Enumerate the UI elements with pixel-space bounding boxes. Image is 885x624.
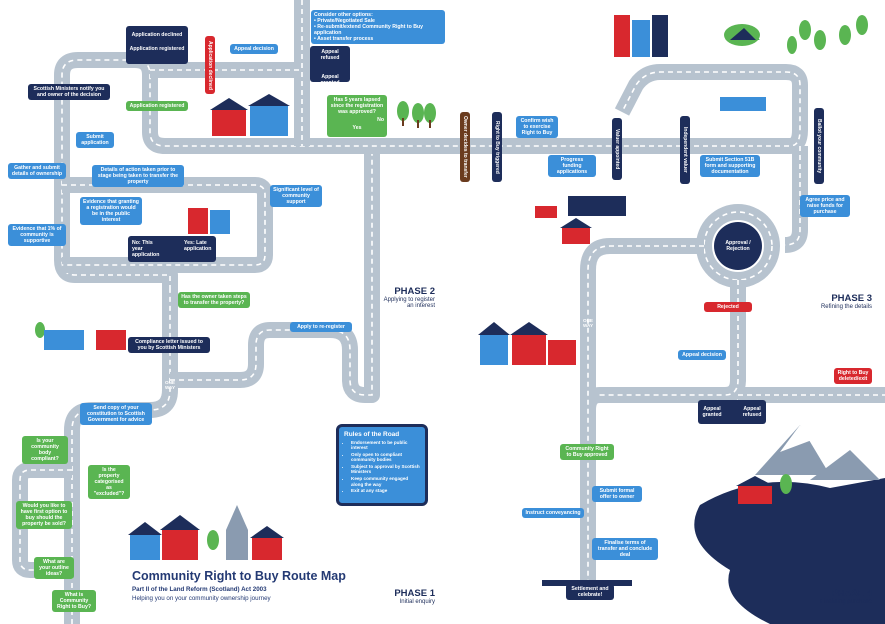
- rules-heading: Rules of the Road: [344, 431, 400, 438]
- consider-options-item-1: • Private/Negotiated Sale: [314, 18, 375, 24]
- rule-item: Endorsement to be public interest: [351, 440, 420, 451]
- sign-appeal-junction-2: Appeal granted Appeal refused: [698, 400, 766, 424]
- phase-2-title: PHASE 2: [394, 286, 435, 297]
- sign-appeal-junction-1: Appeal refused Appeal granted: [310, 46, 350, 86]
- phase-4-label: PHASE 4 Finalising purchase: [800, 588, 872, 605]
- rule-item: Exit at any stage: [351, 488, 420, 493]
- sign-submit-formal-offer: Submit formal offer to owner: [592, 486, 642, 502]
- phase-2-label: PHASE 2 Applying to register an interest: [360, 286, 435, 309]
- sign-app-registered: Application registered: [129, 46, 185, 52]
- sign-late-junction: No: This year application Yes: Late appl…: [128, 236, 216, 262]
- sign-submit-application: Submit application: [76, 132, 114, 148]
- phase-3-desc: Refining the details: [820, 304, 872, 310]
- sign-owner-taken-steps: Has the owner taken steps to transfer th…: [178, 292, 250, 308]
- one-way-2-b: WAY: [582, 323, 594, 328]
- sign-evidence-granting: Evidence that granting a registration wo…: [80, 197, 142, 225]
- sign-appeal-granted-1: Appeal granted: [320, 74, 340, 86]
- sign-consider-options: Consider other options: • Private/Negoti…: [311, 10, 445, 44]
- phase-4-title: PHASE 4: [831, 588, 872, 599]
- rule-item: Only open to compliant community bodies: [351, 452, 420, 463]
- sign-app-declined: Application declined: [131, 32, 183, 38]
- sign-application-junction: Application declined Application registe…: [126, 26, 188, 64]
- sign-agree-price: Agree price and raise funds for purchase: [800, 195, 850, 217]
- rules-list: Endorsement to be public interest Only o…: [344, 440, 420, 494]
- sign-excluded: Is the property categorised as "excluded…: [88, 465, 130, 499]
- sign-progress-funding: Progress funding applications: [548, 155, 596, 177]
- consider-options-item-2: • Re-submit/extend Community Right to Bu…: [314, 24, 424, 36]
- sign-settlement: Settlement and celebrate!: [566, 584, 614, 600]
- sign-apply-re-register: Apply to re-register: [290, 322, 352, 332]
- phase-3-title: PHASE 3: [831, 293, 872, 304]
- sign-send-copy: Send copy of your constitution to Scotti…: [80, 403, 152, 425]
- sign-no-this-year: No: This year application: [132, 240, 160, 258]
- phase-2-desc-1: Applying to register: [383, 297, 435, 303]
- sign-owner-decides: Owner decides to transfer: [460, 112, 470, 182]
- sign-appeal-decision-1: Appeal decision: [230, 44, 278, 54]
- five-years-question: Has 5 years lapsed since the registratio…: [330, 97, 384, 115]
- five-years-no: No: [377, 117, 384, 123]
- sign-significant-support: Significant level of community support: [270, 185, 322, 207]
- sign-compliant-body: Is your community body compliant?: [22, 436, 68, 464]
- consider-options-item-3: • Asset transfer process: [314, 36, 374, 42]
- sign-right-triggered: Right to Buy triggered: [492, 112, 502, 182]
- sign-evidence-1pct: Evidence that 1% of community is support…: [8, 224, 66, 246]
- sign-appeal-refused-1: Appeal refused: [320, 49, 340, 61]
- sign-details-action: Details of action taken prior to stage b…: [92, 165, 184, 187]
- one-way-2-a: ONE: [583, 318, 593, 323]
- map-subtitle-act: Part II of the Land Reform (Scotland) Ac…: [132, 586, 267, 593]
- sign-rtb-approved: Community Right to Buy approved: [560, 444, 614, 460]
- rule-item: Subject to approval by Scottish Minister…: [351, 464, 420, 475]
- sign-application-registered: Application registered: [126, 101, 188, 111]
- phase-1-title: PHASE 1: [394, 588, 435, 599]
- sign-ministers-notify: Scottish Ministers notify you and owner …: [28, 84, 110, 100]
- sign-appeal-decision-2: Appeal decision: [678, 350, 726, 360]
- phase-2-desc-2: an interest: [406, 303, 435, 309]
- rule-item: Keep community engaged along the way: [351, 476, 420, 487]
- sign-compliance-letter: Compliance letter issued to you by Scott…: [128, 337, 210, 353]
- sign-yes-late: Yes: Late application: [184, 240, 212, 252]
- sign-valuer-appointed: Valuer appointed: [612, 118, 622, 180]
- map-subtitle-help: Helping you on your community ownership …: [132, 595, 271, 602]
- rules-of-the-road: Rules of the Road Endorsement to be publ…: [336, 424, 428, 506]
- sign-rejected: Rejected: [704, 302, 752, 312]
- sign-app-declined-red: Application declined: [205, 36, 215, 94]
- sign-rtb-deleted: Right to Buy deleted/exit: [834, 368, 872, 384]
- sign-what-is-crtb: What is Community Right to Buy?: [52, 590, 96, 612]
- one-way-1-a: ONE: [165, 380, 175, 385]
- one-way-marker-2: ONE WAY: [578, 318, 598, 328]
- phase-1-desc: Initial enquiry: [399, 599, 435, 605]
- sign-independent-valuer: Independent valuer: [680, 116, 690, 184]
- five-years-yes: Yes: [352, 125, 362, 131]
- one-way-marker-1: ONE WAY: [160, 380, 180, 390]
- sign-finalise-terms: Finalise terms of transfer and conclude …: [592, 538, 658, 560]
- sign-gather-details: Gather and submit details of ownership: [8, 163, 66, 179]
- sign-first-option: Would you like to have first option to b…: [16, 501, 72, 529]
- sign-approval-rejection: Approval / Rejection: [725, 240, 751, 252]
- map-title: Community Right to Buy Route Map: [132, 569, 346, 583]
- consider-options-heading: Consider other options:: [314, 12, 373, 18]
- sign-appeal-refused-2: Appeal refused: [742, 406, 762, 418]
- sign-appeal-granted-2: Appeal granted: [702, 406, 722, 418]
- sign-confirm-wish: Confirm wish to exercise Right to Buy: [516, 116, 558, 138]
- sign-ballot: Ballot your community: [814, 108, 824, 184]
- one-way-1-b: WAY: [164, 385, 176, 390]
- sign-submit-s51b: Submit Section 51B form and supporting d…: [700, 155, 760, 177]
- sign-five-years: Has 5 years lapsed since the registratio…: [327, 95, 387, 137]
- phase-4-desc: Finalising purchase: [820, 599, 872, 605]
- sign-instruct-conveyancing: Instruct conveyancing: [522, 508, 584, 518]
- phase-1-label: PHASE 1 Initial enquiry: [380, 588, 435, 605]
- phase-3-label: PHASE 3 Refining the details: [790, 293, 872, 310]
- sign-outline-ideas: What are your outline ideas?: [34, 557, 74, 579]
